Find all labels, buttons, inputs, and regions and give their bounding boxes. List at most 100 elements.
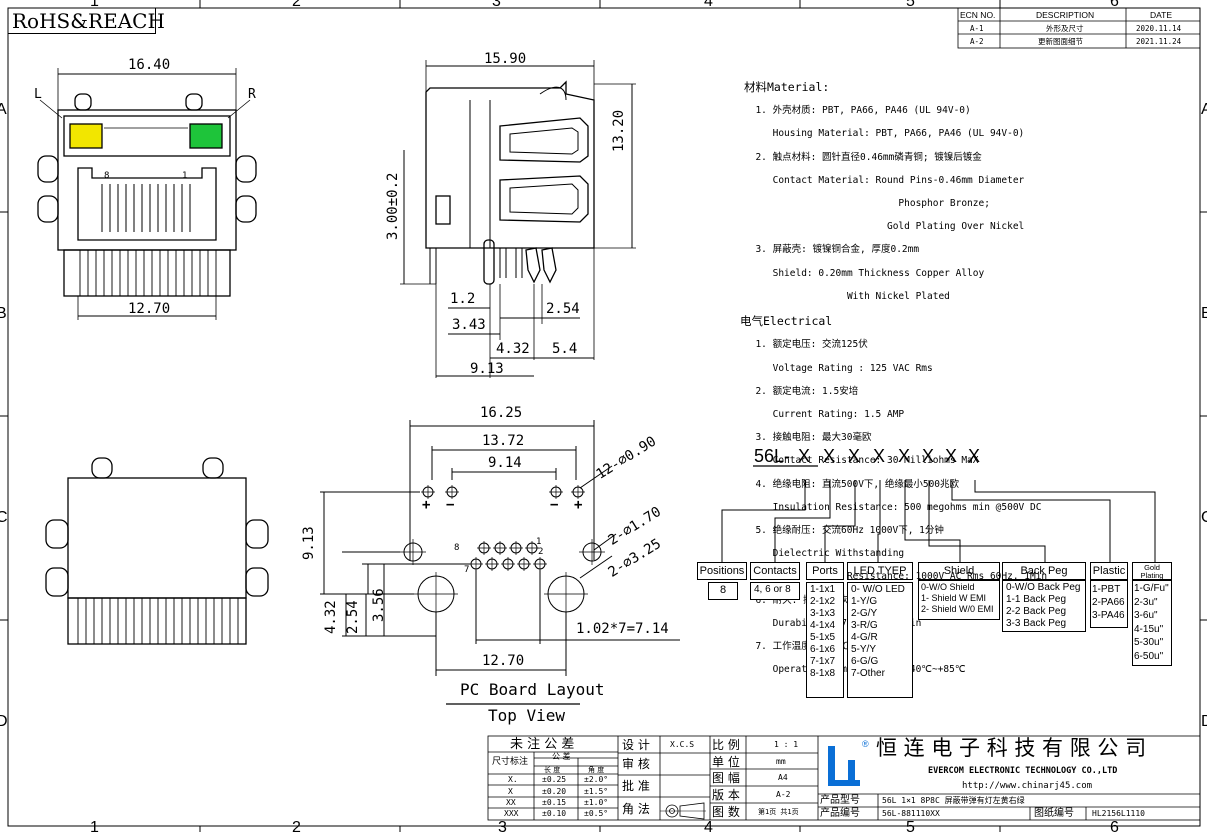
zone-top-6: 6 [1110, 0, 1119, 10]
material-line: Resistance: 1000V AC Rms 60Hz. 1Min [744, 571, 1048, 583]
dim-pcb-4-32: 4.32 [323, 600, 339, 634]
zone-top-3: 3 [492, 0, 501, 10]
tb-tol-row-4-label: XXX [504, 809, 519, 818]
rev-row-2-ecn: A-2 [970, 37, 984, 46]
material-line: Contact Material: Round Pins-0.46mm Diam… [744, 174, 1025, 186]
part-prefix: 56L- [754, 446, 791, 466]
material-line: Gold Plating Over Nickel [744, 221, 1025, 233]
material-line: 4. 绝缘电阻: 直流500V下, 绝缘最小500兆欧 [744, 478, 960, 490]
dim-side-5-4: 5.4 [552, 341, 578, 357]
tb-tol-row-2-label: X [508, 787, 513, 796]
dim-front-width: 16.40 [128, 57, 171, 73]
zone-bottom-1: 1 [90, 819, 99, 836]
tb-prop-unit-value: mm [776, 757, 786, 766]
material-line: Contact Resistance: 30 Milliohms MaX [744, 455, 979, 467]
zone-right-c: C [1201, 509, 1207, 526]
option-item: 4-15u" [1134, 623, 1164, 635]
option-item: 7-Other [851, 668, 885, 679]
option-item: 6-50u" [1134, 650, 1164, 662]
zone-left-a: A [0, 101, 7, 118]
tb-tol-row-4-ang: ±0.5° [584, 809, 609, 818]
company-url: http://www.chinarj45.com [962, 781, 1093, 791]
dim-pcb-9-14: 9.14 [488, 455, 522, 471]
option-item: 0- W/O LED [851, 584, 905, 595]
option-head-plastic: Plastic [1090, 562, 1128, 580]
material-line: Phosphor Bronze; [744, 197, 990, 209]
tb-prop-unit: 单 位 [712, 755, 740, 769]
material-line: With Nickel Plated [744, 290, 950, 302]
option-item: 3-6u" [1134, 610, 1158, 621]
company-name-cn: 恒 连 电 子 科 技 有 限 公 司 [876, 736, 1147, 760]
zone-bottom-5: 5 [906, 819, 915, 836]
option-item: 2- Shield W/0 EMI [921, 604, 994, 614]
tb-model-value: 56L 1×1 8P8C 屏蔽带弹有灯左黄右绿 [882, 796, 1025, 805]
front-pin-8: 8 [104, 171, 110, 181]
option-item: 2-1x2 [810, 596, 836, 607]
rev-row-1-ecn: A-1 [970, 24, 984, 33]
part-x-2: X [823, 446, 836, 466]
option-item: 8 [719, 584, 727, 596]
pcb-pin-1: 1 [536, 537, 542, 547]
rev-row-1-desc: 外形及尺寸 [1046, 24, 1084, 33]
company-name-en: EVERCOM ELECTRONIC TECHNOLOGY CO.,LTD [928, 766, 1118, 776]
option-item: 4-1x4 [810, 620, 836, 631]
dim-pcb-3-56: 3.56 [371, 588, 387, 622]
zone-left-b: B [0, 305, 7, 322]
material-line: Current Rating: 1.5 AMP [744, 409, 905, 421]
part-x-1: X [798, 446, 811, 466]
zone-bottom-3: 3 [498, 819, 507, 836]
tb-tol-row-1-label: X. [508, 775, 518, 784]
tb-tol-head: 公 差 [552, 752, 571, 761]
logo-mark [828, 746, 860, 786]
dim-pcb-2-54: 2.54 [345, 600, 361, 634]
material-line: 1. 外壳材质: PBT, PA66, PA46 (UL 94V-0) [744, 105, 971, 117]
material-line: 3. 屏蔽壳: 镀镍铜合金, 厚度0.2mm [744, 244, 920, 256]
tb-tol-title: 未 注 公 差 [510, 737, 575, 752]
pcb-minus-right: − [550, 497, 559, 513]
led-left-label: L [34, 87, 42, 102]
part-x-5: X [898, 446, 911, 466]
tb-tol-row-3-len: ±0.15 [542, 798, 567, 807]
zone-right-a: A [1201, 101, 1207, 118]
tb-tol-row-3-ang: ±1.0° [584, 798, 609, 807]
tb-role-design-value: X.C.S [670, 740, 695, 749]
zone-bottom-6: 6 [1110, 819, 1119, 836]
logo-registered: ® [862, 739, 869, 749]
dim-pcb-pitch: 1.02*7=7.14 [576, 621, 669, 637]
dim-pcb-9-13: 9.13 [301, 526, 317, 560]
front-pin-1: 1 [182, 171, 188, 181]
zone-top-5: 5 [906, 0, 915, 10]
revision-table [957, 7, 1201, 49]
tb-prop-version: 版 本 [712, 788, 740, 802]
pcb-layout [320, 420, 680, 705]
option-item: 5-Y/Y [851, 644, 877, 655]
title-block-grid [487, 735, 1201, 821]
rev-row-1-date: 2020.11.14 [1136, 24, 1182, 33]
material-line: 电气Electrical [740, 313, 833, 328]
rev-row-2-date: 2021.11.24 [1136, 37, 1182, 46]
pcb-pin-2: 2 [538, 547, 544, 557]
dim-pcb-13-72: 13.72 [482, 433, 525, 449]
pcb-minus-left: − [446, 497, 455, 513]
option-head-contacts: Contacts [750, 562, 800, 580]
zone-left-c: C [0, 509, 8, 526]
option-item: 1-1x1 [810, 584, 836, 595]
option-plastic: 1-PBT 2-PA66 3-PA46 [1090, 580, 1128, 628]
material-line: 5. 绝缘耐压: 交流60Hz 1000V下, 1分钟 [744, 524, 944, 536]
rev-header-ecn: ECN NO. [960, 10, 996, 20]
pcb-plus-right: + [574, 497, 583, 513]
zone-bottom-2: 2 [292, 819, 301, 836]
material-line: Shield: 0.20mm Thickness Copper Alloy [744, 267, 985, 279]
tb-dwg-value: HL2156L1110 [1092, 809, 1145, 818]
tb-tol-row-3-label: XX [506, 798, 516, 807]
dim-side-top: 15.90 [484, 51, 527, 67]
option-item: 3-R/G [851, 620, 878, 631]
tb-prop-count: 图 数 [712, 805, 740, 819]
tb-tol-ang: 角 度 [588, 766, 605, 774]
option-item: 4, 6 or 8 [754, 584, 791, 595]
option-item: 1-1 Back Peg [1006, 594, 1067, 605]
option-ports: 1-1x1 2-1x2 3-1x3 4-1x4 5-1x5 6-1x6 7-1x… [806, 582, 844, 698]
option-head-backpeg: Back Peg [1002, 562, 1086, 580]
material-line: 1. 额定电压: 交流125伏 [744, 339, 868, 351]
